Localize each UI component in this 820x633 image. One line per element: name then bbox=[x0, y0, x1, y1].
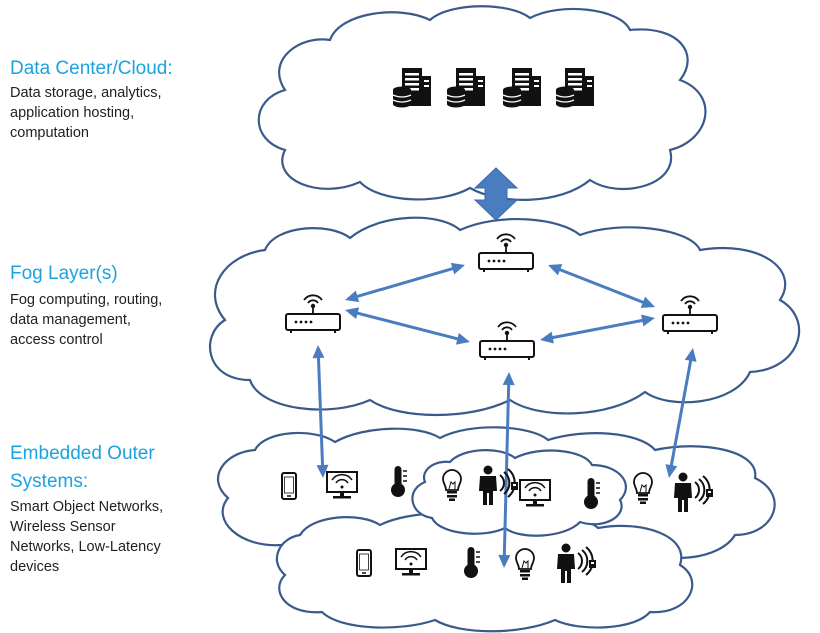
arrowhead bbox=[450, 262, 465, 275]
cloud-layer-title: Data Center/Cloud: bbox=[10, 58, 173, 79]
arrowhead bbox=[345, 307, 360, 320]
edge-layer-title: Embedded Outer Systems: bbox=[10, 440, 155, 496]
description-line: Fog computing, routing, bbox=[10, 292, 163, 308]
arrowhead bbox=[316, 464, 329, 478]
arrowhead bbox=[640, 296, 655, 308]
cloud-layer-description: Data storage, analytics, application hos… bbox=[10, 83, 162, 143]
arrowhead bbox=[312, 345, 325, 359]
arrowhead bbox=[502, 372, 515, 386]
arrowhead bbox=[540, 331, 554, 344]
description-line: Data storage, analytics, bbox=[10, 85, 162, 101]
network-link bbox=[354, 311, 461, 341]
fog-layer-title: Fog Layer(s) bbox=[10, 263, 118, 284]
edge-layer-description: Smart Object Networks, Wireless Sensor N… bbox=[10, 497, 163, 577]
arrowhead bbox=[684, 348, 697, 362]
arrowhead bbox=[548, 264, 563, 276]
fog-cloud bbox=[209, 216, 800, 417]
fog-links bbox=[312, 262, 697, 568]
description-line: Wireless Sensor bbox=[10, 519, 116, 535]
title-line: Embedded Outer bbox=[10, 443, 155, 464]
smartphone-icon bbox=[356, 549, 372, 577]
description-line: devices bbox=[10, 559, 60, 575]
smartphone-icon bbox=[281, 472, 297, 500]
network-link bbox=[669, 357, 693, 469]
arrowhead bbox=[345, 290, 360, 303]
network-link bbox=[556, 267, 647, 305]
description-line: access control bbox=[10, 332, 103, 348]
description-line: Smart Object Networks, bbox=[10, 499, 164, 515]
arrowhead bbox=[641, 314, 655, 327]
network-link bbox=[354, 266, 456, 299]
arrowhead bbox=[498, 554, 511, 568]
arrowhead bbox=[665, 464, 678, 478]
description-line: data management, bbox=[10, 312, 131, 328]
network-link bbox=[549, 318, 646, 340]
cloud-fog-double-arrow bbox=[473, 167, 519, 221]
arrowhead bbox=[455, 332, 470, 345]
description-line: Networks, Low-Latency bbox=[10, 539, 161, 555]
title-line: Systems: bbox=[10, 471, 89, 492]
description-line: application hosting, bbox=[10, 105, 135, 121]
network-link bbox=[502, 381, 511, 559]
description-line: computation bbox=[10, 125, 89, 141]
network-link bbox=[316, 354, 325, 469]
fog-layer-description: Fog computing, routing, data management,… bbox=[10, 290, 162, 350]
